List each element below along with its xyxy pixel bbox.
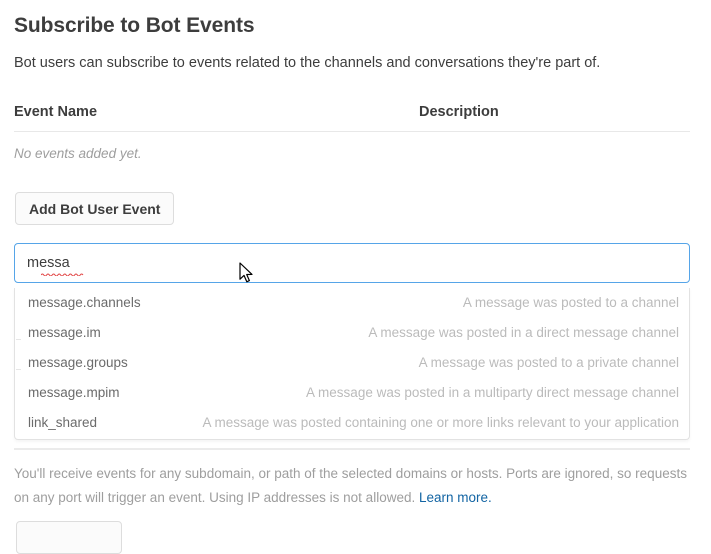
footer-note-text: You'll receive events for any subdomain,… (14, 466, 687, 505)
suggestion-name: message.groups (28, 355, 128, 370)
column-header-event-name: Event Name (14, 104, 98, 120)
table-header-divider (14, 131, 690, 132)
suggestion-name: message.channels (28, 295, 141, 310)
bot-events-page: Subscribe to Bot Events Bot users can su… (14, 14, 690, 554)
learn-more-link[interactable]: Learn more. (418, 490, 492, 505)
suggestion-name: link_shared (28, 415, 98, 430)
bottom-partial-button[interactable] (16, 521, 122, 554)
background-artifact (16, 369, 21, 370)
page-title: Subscribe to Bot Events (14, 14, 255, 37)
suggestion-description: A message was posted containing one or m… (202, 415, 679, 430)
suggestion-item[interactable]: message.channels A message was posted to… (15, 288, 689, 318)
footer-note: You'll receive events for any subdomain,… (14, 462, 690, 510)
event-suggestions-dropdown[interactable]: message.channels A message was posted to… (14, 288, 690, 440)
suggestion-description: A message was posted to a private channe… (418, 355, 679, 370)
suggestion-item[interactable]: message.mpim A message was posted in a m… (15, 378, 689, 408)
suggestion-name: message.mpim (28, 385, 120, 400)
event-search-field[interactable] (14, 243, 690, 283)
suggestion-item[interactable]: message.im A message was posted in a dir… (15, 318, 689, 348)
suggestion-name: message.im (28, 325, 101, 340)
suggestion-description: A message was posted in a direct message… (368, 325, 679, 340)
suggestion-item[interactable]: link_shared A message was posted contain… (15, 408, 689, 438)
background-artifact (16, 339, 21, 340)
page-subtitle: Bot users can subscribe to events relate… (14, 55, 601, 71)
suggestion-description: A message was posted in a multiparty dir… (306, 385, 679, 400)
add-bot-user-event-button[interactable]: Add Bot User Event (15, 192, 175, 225)
suggestion-item[interactable]: message.groups A message was posted to a… (15, 348, 689, 378)
footer-divider (14, 448, 690, 450)
column-header-description: Description (419, 104, 499, 120)
events-table-header: Event Name Description (14, 104, 690, 126)
empty-state-message: No events added yet. (14, 146, 142, 161)
suggestion-description: A message was posted to a channel (462, 295, 679, 310)
search-input[interactable] (14, 243, 690, 283)
